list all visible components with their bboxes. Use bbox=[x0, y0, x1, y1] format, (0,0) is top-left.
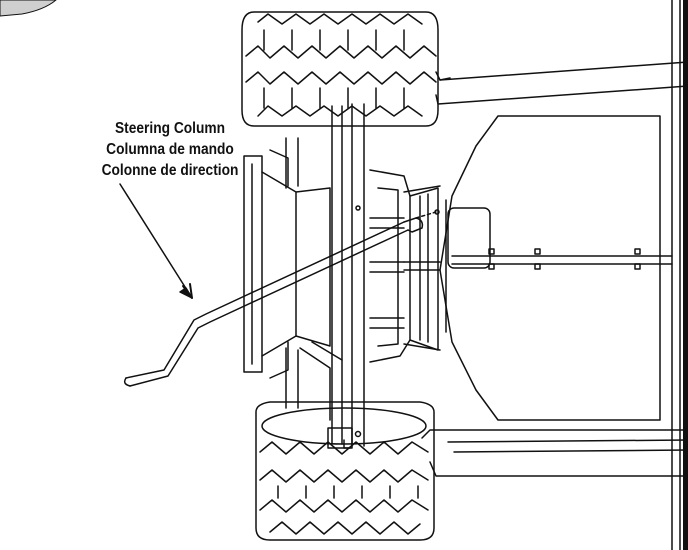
top-tire bbox=[241, 11, 439, 127]
steering-shaft bbox=[327, 103, 365, 449]
page-edge-bar bbox=[683, 0, 688, 550]
chassis-frame bbox=[285, 137, 441, 421]
callout-label-english: Steering Column bbox=[114, 120, 226, 137]
steering-column-rod bbox=[123, 209, 440, 387]
callout-leader-arrow bbox=[119, 183, 193, 299]
bottom-tire bbox=[255, 401, 435, 541]
callout-label-spanish: Columna de mando bbox=[106, 141, 234, 158]
floor-slot bbox=[447, 207, 491, 269]
front-bumper bbox=[243, 149, 297, 379]
floor-panel bbox=[439, 115, 673, 421]
callout-label-french: Colonne de direction bbox=[101, 162, 239, 179]
steering-column-callout: Steering Column Columna de mando Colonne… bbox=[98, 118, 242, 181]
page-corner-tab bbox=[0, 0, 57, 17]
body-frame bbox=[421, 0, 688, 550]
